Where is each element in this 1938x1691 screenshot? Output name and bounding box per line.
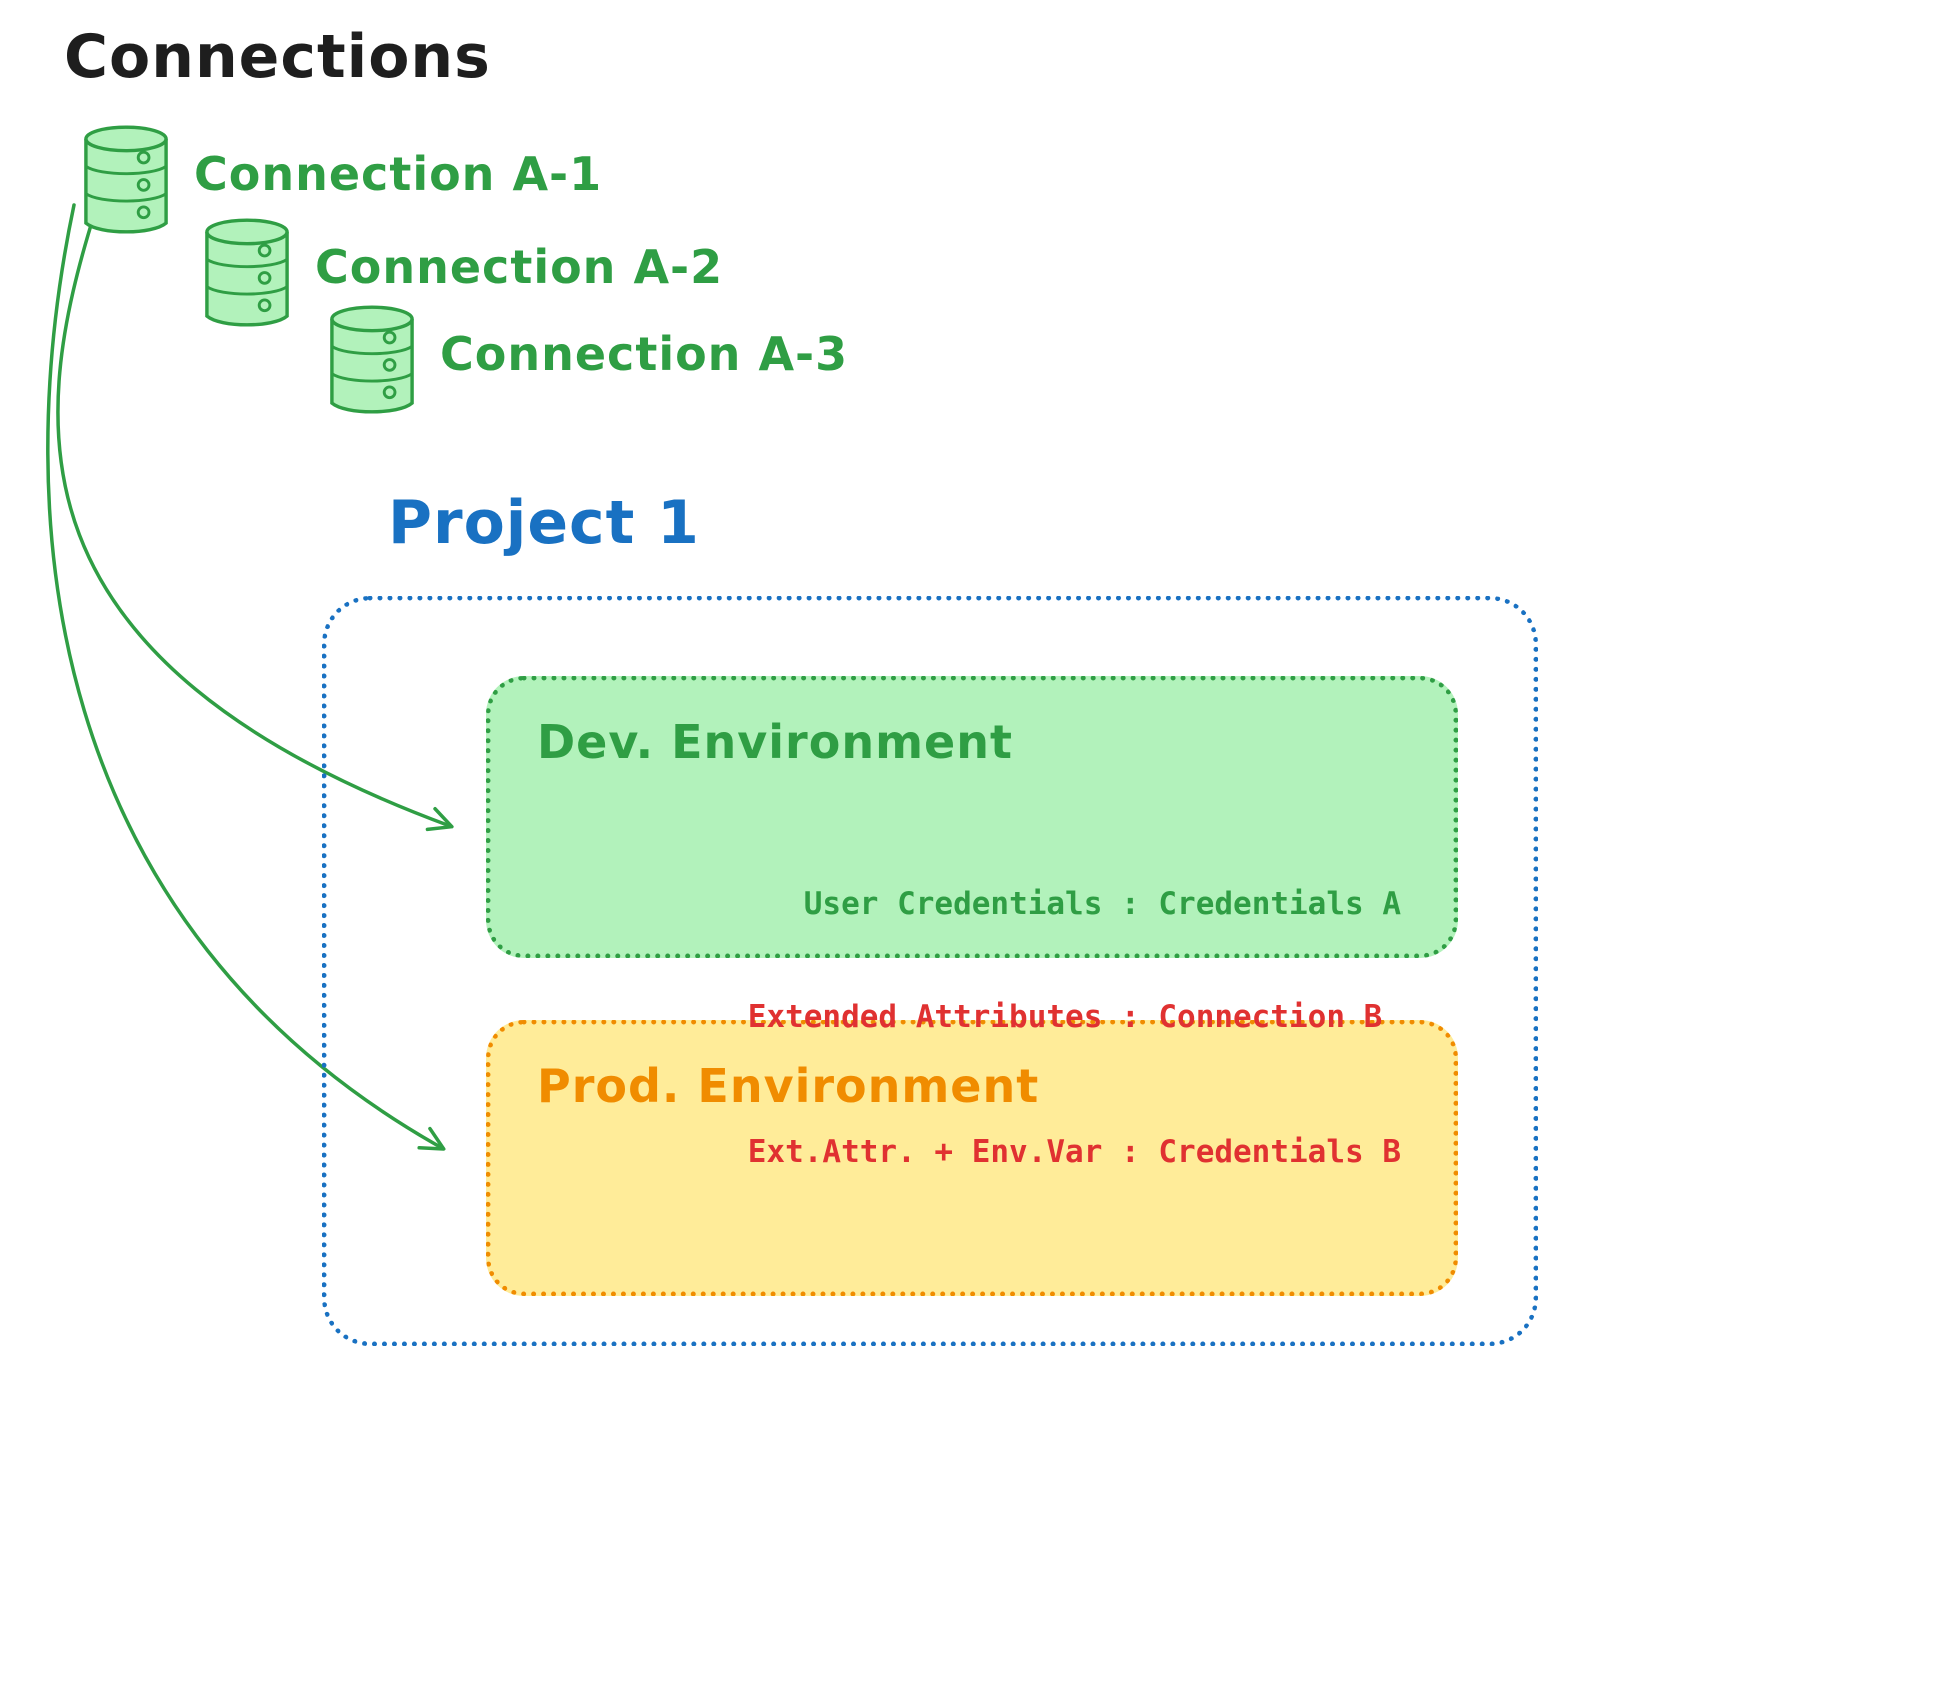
prod-environment-box: Prod. Environment Extended Attributes : … xyxy=(486,999,1458,1296)
prod-credentials-line-2: Ext.Attr. + Env.Var : Credentials B xyxy=(747,1134,1401,1171)
dev-environment-credentials: User Credentials : Credentials A xyxy=(803,886,1401,923)
prod-environment-credentials: Extended Attributes : Connection B Ext.A… xyxy=(748,906,1401,1266)
connection-label: Connection A-3 xyxy=(440,327,849,381)
dev-environment-title: Dev. Environment xyxy=(537,715,1013,769)
connection-label: Connection A-2 xyxy=(315,240,724,294)
database-icon xyxy=(84,125,168,234)
database-icon xyxy=(330,305,414,414)
project-title: Project 1 xyxy=(388,488,700,558)
project-1-container: Dev. Environment User Credentials : Cred… xyxy=(322,596,1538,1346)
dev-environment-box: Dev. Environment User Credentials : Cred… xyxy=(486,676,1458,958)
prod-credentials-line-1: Extended Attributes : Connection B xyxy=(747,999,1383,1036)
prod-environment-title: Prod. Environment xyxy=(537,1059,1040,1113)
database-icon xyxy=(205,218,289,327)
connection-label: Connection A-1 xyxy=(194,147,603,201)
page-title: Connections xyxy=(64,22,491,92)
